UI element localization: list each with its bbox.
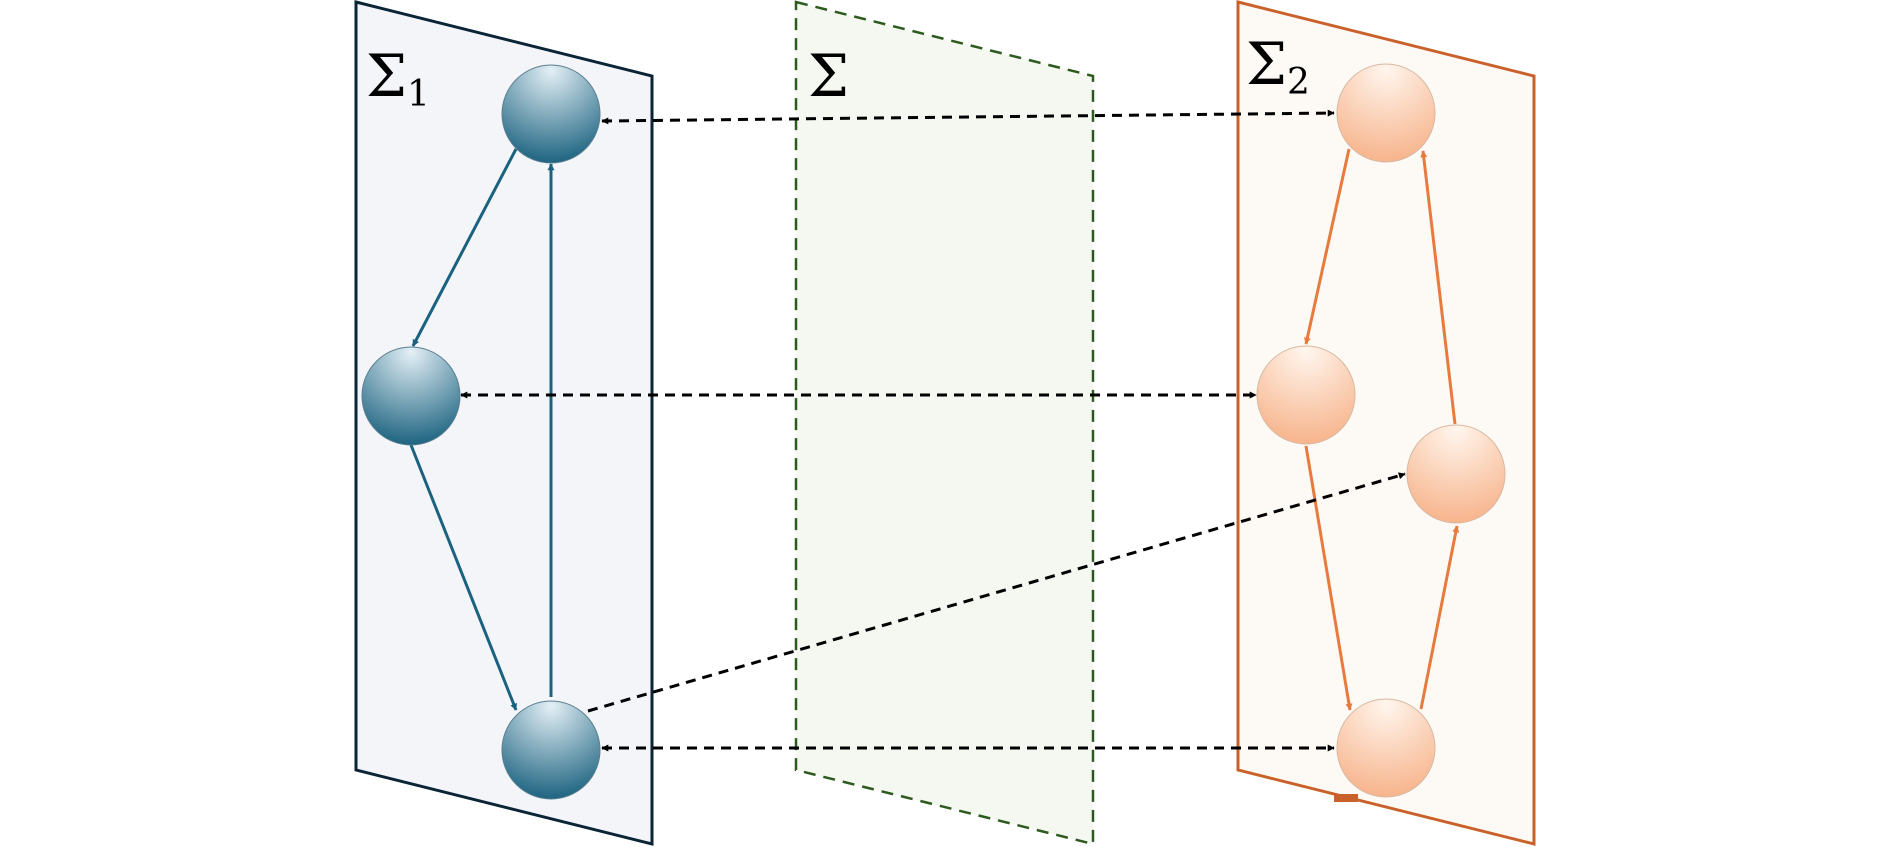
right-edge-bottom-to-right — [1419, 525, 1460, 710]
plane-left — [354, 0, 654, 846]
plane-label-sigma-2: Σ2 — [1246, 30, 1310, 103]
left-node-middle — [361, 346, 461, 446]
plane-label-sigma: Σ — [808, 42, 849, 110]
sigma-symbol: Σ — [808, 42, 849, 110]
right-edge-middle-to-bottom — [1304, 445, 1353, 711]
right-node-bottom — [1336, 698, 1436, 798]
plane-middle — [794, 0, 1095, 846]
right-node-middle — [1256, 345, 1356, 445]
correspondence-bottom-right — [587, 472, 1406, 713]
right-edge-top-to-middle — [1303, 148, 1351, 345]
left-edge-middle-to-bottom — [409, 444, 518, 711]
right-node-right — [1406, 424, 1506, 524]
sigma-2-symbol: Σ — [1246, 30, 1287, 98]
right-node-top — [1336, 63, 1436, 163]
plane-label-sigma-1: Σ1 — [366, 42, 430, 115]
right-edge-right-to-top — [1420, 150, 1457, 425]
correspondence-top-top — [601, 109, 1335, 125]
sigma-2-subscript: 2 — [1287, 62, 1310, 103]
left-node-bottom — [501, 700, 601, 800]
sigma-1-symbol: Σ — [366, 42, 407, 110]
sigma-1-subscript: 1 — [407, 74, 430, 115]
plane-right — [1236, 0, 1536, 846]
left-node-top — [501, 64, 601, 164]
right-plane-mark — [1334, 794, 1358, 802]
left-edge-top-to-middle — [411, 148, 518, 347]
